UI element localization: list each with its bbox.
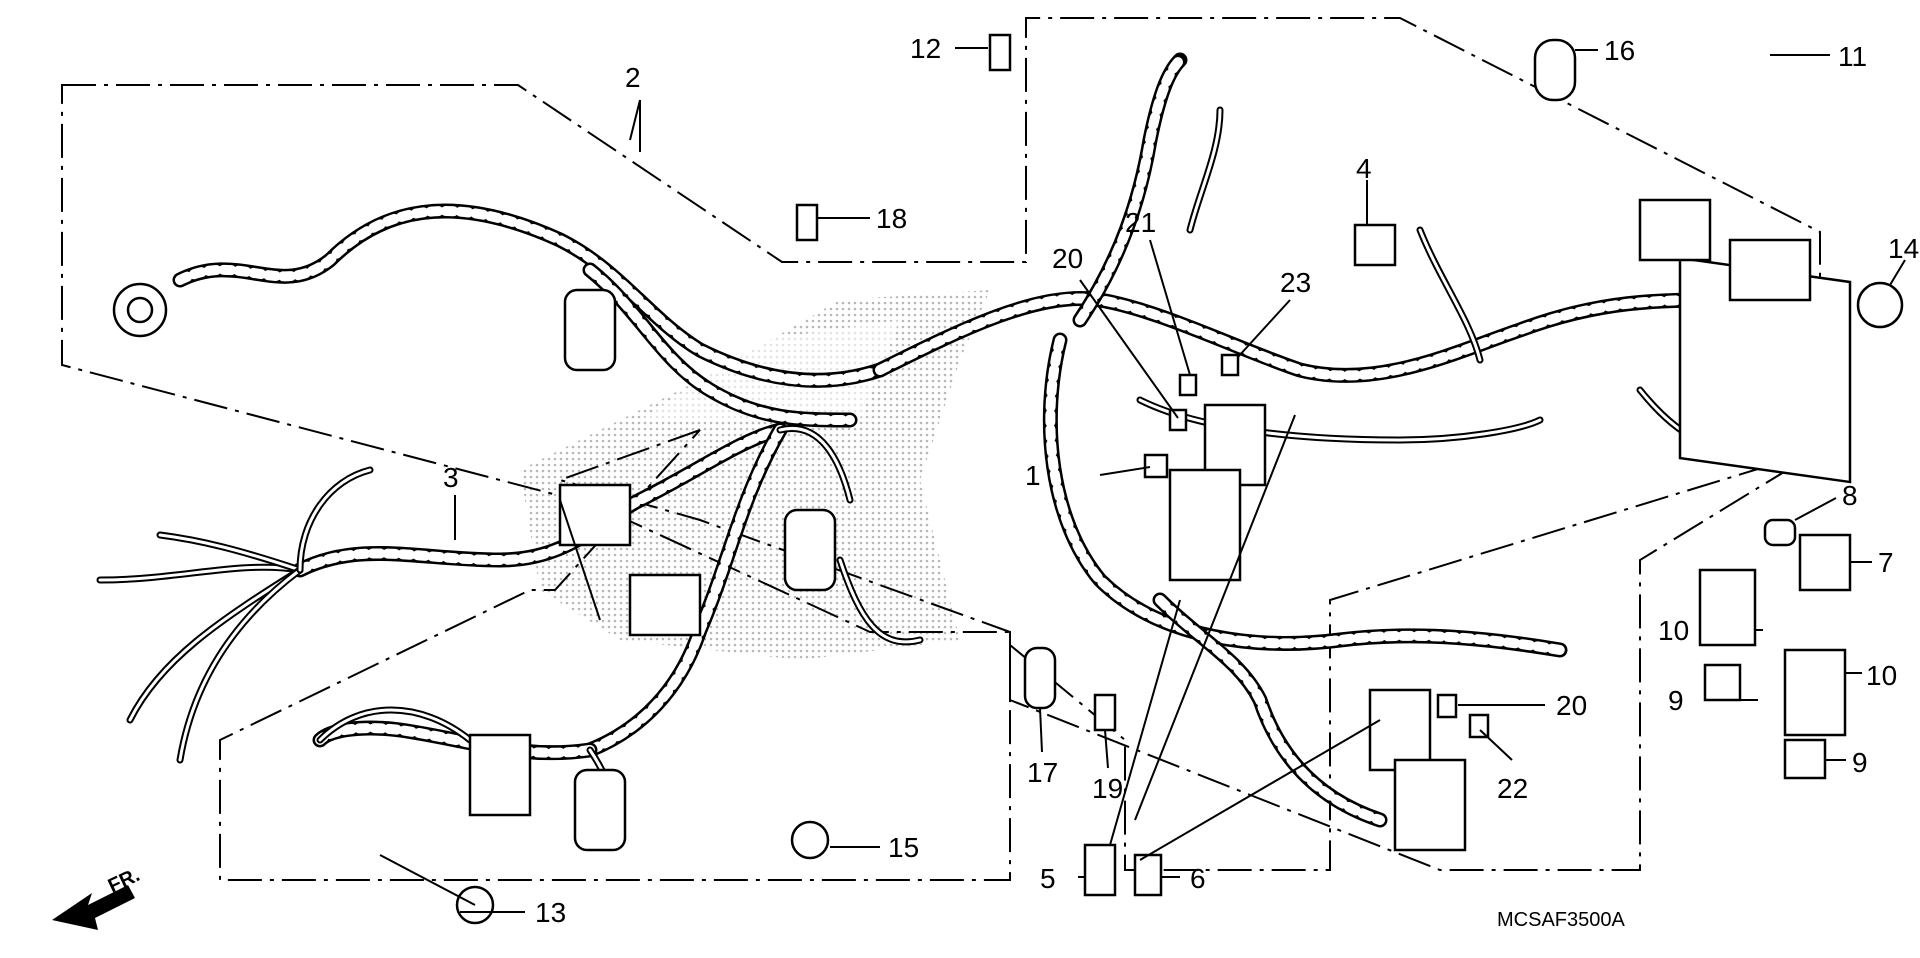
callout-1: 1: [1025, 460, 1041, 491]
callout-17: 17: [1027, 757, 1058, 788]
group-outlines: [61, 17, 1821, 881]
callout-14: 14: [1888, 233, 1919, 264]
callout-16: 16: [1604, 35, 1635, 66]
bolt-12: [988, 33, 1012, 72]
callout-7: 7: [1878, 547, 1894, 578]
fuse-box-bottom-2: [1393, 758, 1467, 852]
capacitor-top: [563, 288, 617, 372]
callout-11: 11: [1838, 41, 1867, 72]
callout-20-top: 20: [1052, 243, 1083, 274]
callout-10-top: 10: [1658, 615, 1689, 646]
callout-6: 6: [1190, 863, 1206, 894]
callout-9-top: 9: [1668, 685, 1684, 716]
callout-10-bottom: 10: [1866, 660, 1897, 691]
cover-5: [1083, 843, 1117, 897]
outline-main-harness-1: [1009, 449, 1821, 871]
callout-5: 5: [1040, 863, 1056, 894]
coupler-center: [628, 573, 702, 637]
callout-4: 4: [1356, 153, 1372, 184]
callout-12: 12: [910, 33, 941, 64]
diagram-code: MCSAF3500A: [1497, 909, 1625, 931]
relay-10-bottom: [1783, 648, 1847, 737]
callout-3: 3: [443, 462, 459, 493]
callout-13: 13: [535, 897, 566, 928]
capacitor-bottom: [573, 768, 627, 852]
bolt-19: [1093, 693, 1117, 732]
fuse-21: [1178, 373, 1198, 397]
clamp-15: [790, 820, 830, 860]
fuse-20-top: [1168, 408, 1188, 432]
callout-9-bottom: 9: [1852, 747, 1868, 778]
callout-19: 19: [1092, 773, 1123, 804]
callout-numbers: 1 2 3 4 5 6 7 8 9 9 10 10 11 12 13 14 15…: [443, 33, 1919, 928]
coupler-1-small: [1143, 453, 1169, 479]
clamp-14: [1856, 281, 1904, 329]
front-label: FR.: [105, 864, 143, 898]
coupler-left-block: [468, 733, 532, 817]
coupler-front: [558, 483, 632, 547]
parts: [112, 33, 1904, 925]
front-arrow-icon: [52, 885, 135, 930]
callout-22: 22: [1497, 773, 1528, 804]
bracket-4: [1353, 223, 1397, 267]
wires: [96, 106, 1784, 824]
relay-9-top: [1703, 663, 1742, 702]
clamp-16: [1533, 38, 1577, 102]
outline-sub-harness-2: [61, 17, 1821, 871]
fuse-box-lower: [1168, 468, 1242, 582]
callout-8: 8: [1842, 480, 1858, 511]
ecu-connector-b: [1728, 238, 1812, 302]
callout-18: 18: [876, 203, 907, 234]
ecu-connector-a: [1638, 198, 1712, 262]
fuse-22: [1468, 713, 1490, 739]
callout-15: 15: [888, 832, 919, 863]
callout-21: 21: [1125, 207, 1156, 238]
front-direction-marker: FR.: [52, 864, 143, 930]
fuse-23: [1220, 353, 1240, 377]
relay-10-top: [1698, 568, 1757, 647]
callout-20-bottom: 20: [1556, 690, 1587, 721]
relay-9-bottom: [1783, 738, 1827, 780]
clip-17: [1023, 646, 1057, 710]
capacitor-mid: [783, 508, 837, 592]
relay-8: [1763, 518, 1797, 547]
fuse-box-bottom: [1368, 688, 1432, 772]
callout-2: 2: [625, 62, 641, 93]
fuse-20-bottom: [1436, 693, 1458, 719]
bolt-18: [795, 203, 819, 242]
relay-7: [1798, 533, 1852, 592]
cover-6: [1133, 853, 1163, 897]
callout-23: 23: [1280, 267, 1311, 298]
leader-lines: [379, 47, 1906, 913]
socket-inner: [126, 296, 154, 324]
